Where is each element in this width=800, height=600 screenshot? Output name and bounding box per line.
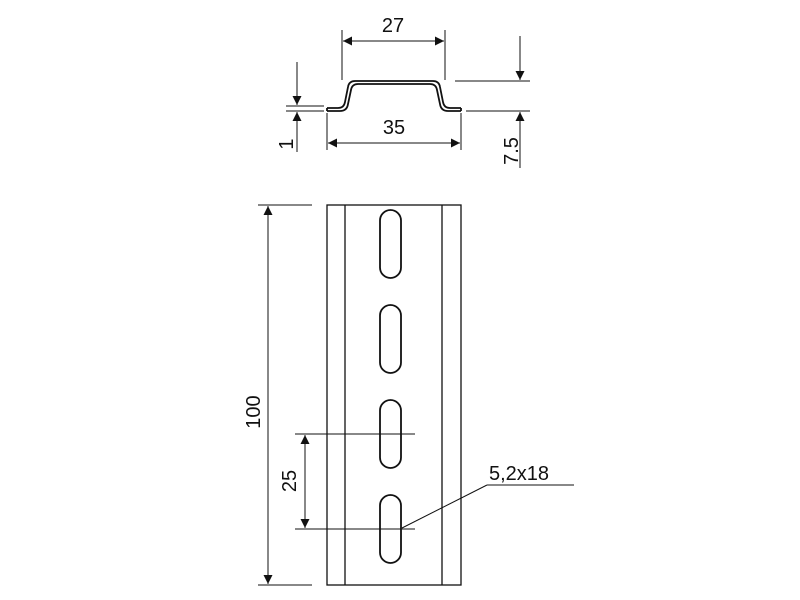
rail-profile-outer	[327, 80, 461, 109]
slot-1	[379, 209, 402, 279]
dim-slot-pitch: 25	[279, 433, 366, 530]
rail-profile-inner	[327, 83, 461, 112]
cross-section-view: 27 35 1 7.5	[276, 15, 530, 168]
dim-height: 7.5	[455, 36, 530, 168]
dim-length: 100	[243, 204, 312, 586]
slot-size-callout: 5,2x18	[401, 463, 574, 529]
dim-thickness: 1	[276, 62, 324, 152]
dim-bottom-width: 35	[326, 113, 462, 150]
dim-top-width: 27	[341, 15, 446, 80]
slot-2	[379, 304, 402, 374]
dim-height-label: 7.5	[501, 137, 523, 165]
dim-top-width-label: 27	[382, 15, 404, 37]
rail-top-view	[326, 204, 462, 586]
slot-size-label: 5,2x18	[489, 463, 549, 485]
dim-bottom-width-label: 35	[383, 117, 405, 139]
dim-length-label: 100	[243, 395, 265, 428]
dim-slot-pitch-label: 25	[279, 470, 301, 492]
rail-outline	[326, 204, 462, 586]
dim-thickness-label: 1	[276, 138, 298, 149]
